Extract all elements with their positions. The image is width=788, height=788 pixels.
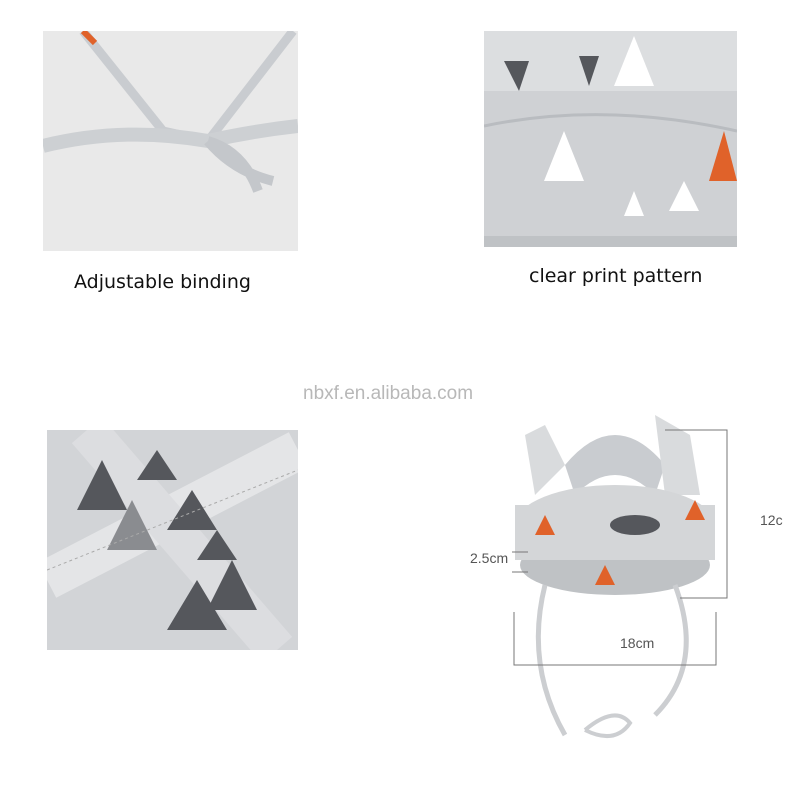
dimension-width: 18cm (620, 635, 655, 651)
print-pattern-photo (484, 31, 737, 247)
caption-adjustable-binding: Adjustable binding (74, 271, 251, 293)
stitching-illustration (47, 430, 298, 650)
binding-photo (43, 31, 298, 251)
dimension-height: 12c (760, 512, 783, 528)
watermark: nbxf.en.alibaba.com (303, 383, 474, 404)
helmet-illustration (515, 415, 715, 739)
pattern-illustration (484, 31, 737, 247)
binding-illustration (43, 31, 298, 193)
helmet-photo (505, 405, 735, 765)
dimension-depth: 2.5cm (470, 550, 509, 566)
stitching-photo (47, 430, 298, 650)
caption-clear-print-pattern: clear print pattern (529, 265, 703, 287)
